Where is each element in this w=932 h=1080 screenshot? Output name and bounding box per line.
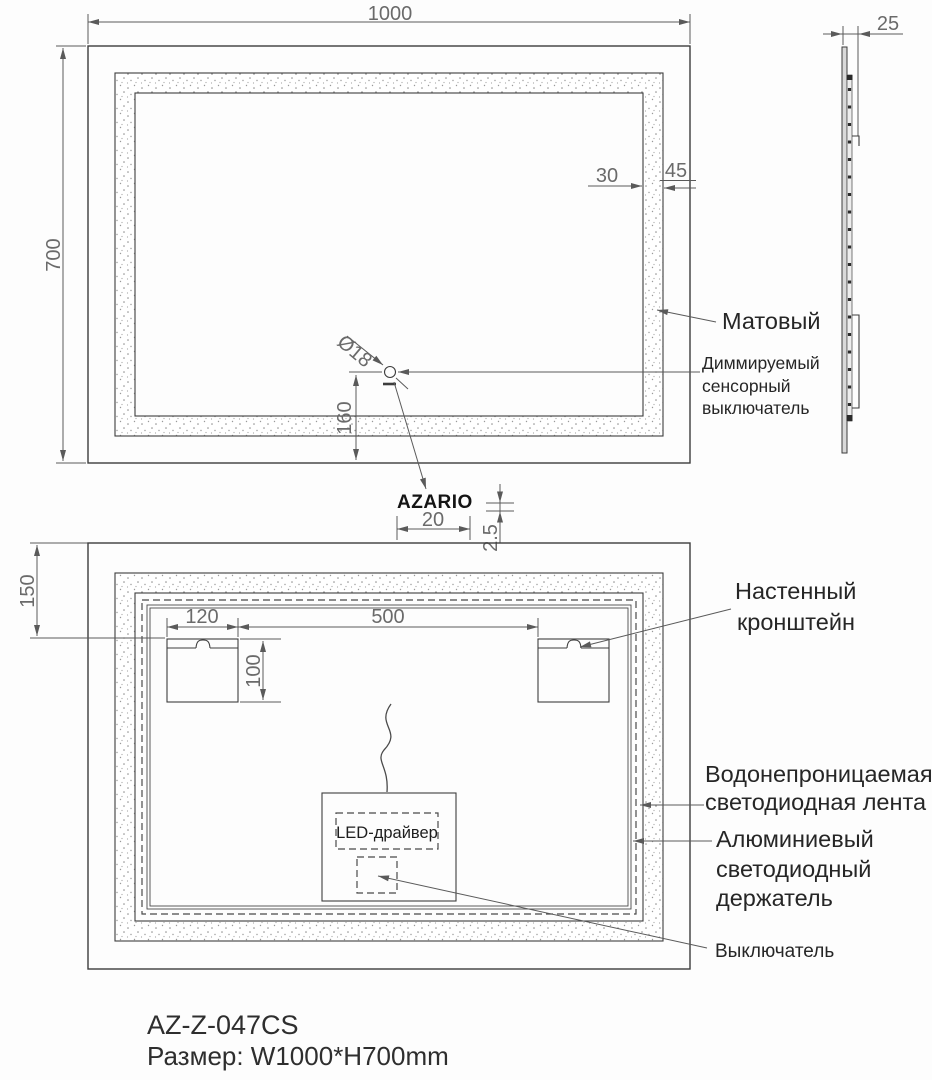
label-wall-bracket: Настенный кронштейн: [735, 578, 856, 635]
aluminum-profile-inner: [149, 607, 629, 907]
wall-bracket-left: [166, 638, 239, 703]
label-profile-line1: Алюминиевый: [716, 826, 874, 852]
dim-depth: 25: [877, 13, 899, 35]
label-switch: Выключатель: [715, 941, 834, 962]
rear-glass-outline: [87, 542, 691, 970]
size-note: Размер: W1000*H700mm: [147, 1041, 449, 1071]
dim-frost-band: 30: [596, 165, 618, 187]
title-block: AZ-Z-047CS Размер: W1000*H700mm: [147, 1010, 449, 1071]
side-back-cap-bottom: [846, 415, 853, 421]
rear-view: LED-драйвер: [30, 542, 691, 970]
dim-sensor-diameter: Ø18: [333, 331, 376, 372]
dim-edge-gap: 45: [665, 160, 687, 182]
label-dimmable-sensor-switch: Диммируемый сенсорный выключатель: [702, 353, 820, 418]
dim-width: 1000: [368, 3, 413, 25]
label-matte: Матовый: [722, 308, 820, 334]
dim-sensor-offset: 160: [334, 401, 356, 434]
front-band-outer-edge: [114, 72, 664, 437]
side-glass: [841, 46, 848, 454]
label-bracket-line2: кронштейн: [737, 609, 855, 635]
dim-top-offset: 150: [17, 574, 39, 607]
rear-frosted-band: [115, 573, 663, 941]
power-cord: [380, 703, 392, 793]
label-led-strip-line1: Водонепроницаемая: [705, 761, 932, 787]
label-waterproof-led-strip: Водонепроницаемая светодиодная лента: [705, 761, 932, 815]
front-frosted-band: [115, 73, 663, 436]
front-glass-outline: [87, 45, 691, 464]
wall-bracket-right: [537, 638, 610, 703]
label-profile-line2: светодиодный: [716, 856, 871, 882]
front-view: [87, 45, 691, 464]
side-back-cap-top: [846, 75, 853, 80]
rear-band-outer-edge: [114, 572, 664, 942]
touch-sensor-mark: [383, 365, 397, 379]
label-led-strip-line2: светодиодная лента: [705, 789, 927, 815]
dim-bracket-height: 100: [243, 654, 265, 687]
front-band-inner-edge: [134, 92, 644, 417]
dim-logo-gap: 2.5: [480, 524, 502, 552]
aluminum-profile-outer: [146, 604, 632, 910]
front-view-dimensions: 1000 700 30 45 Ø18 160 20: [43, 3, 717, 552]
dim-logo-width: 20: [422, 509, 444, 531]
rear-band-inner-edge: [134, 592, 644, 922]
label-profile-line3: держатель: [716, 885, 833, 911]
switch-box: [356, 856, 398, 894]
led-strip-outline: [141, 599, 637, 915]
model-number: AZ-Z-047CS: [147, 1010, 299, 1040]
label-sensor-line1: Диммируемый: [702, 353, 820, 373]
label-sensor-line3: выключатель: [702, 398, 809, 418]
dim-bracket-width: 120: [185, 606, 218, 628]
label-sensor-line2: сенсорный: [702, 376, 791, 396]
side-view: 25: [823, 13, 903, 454]
side-bracket-hook: [852, 135, 860, 146]
led-driver-box: LED-драйвер: [321, 792, 457, 902]
brand-logo: AZARIO: [397, 492, 473, 513]
dim-height: 700: [43, 238, 65, 271]
label-bracket-line1: Настенный: [735, 578, 856, 604]
dim-bracket-spacing: 500: [371, 606, 404, 628]
side-driver-profile: [852, 314, 860, 409]
label-aluminum-profile: Алюминиевый светодиодный держатель: [716, 826, 874, 911]
label-led-driver: LED-драйвер: [336, 824, 438, 842]
rear-view-dimensions: 150 120 500 100: [17, 545, 732, 949]
